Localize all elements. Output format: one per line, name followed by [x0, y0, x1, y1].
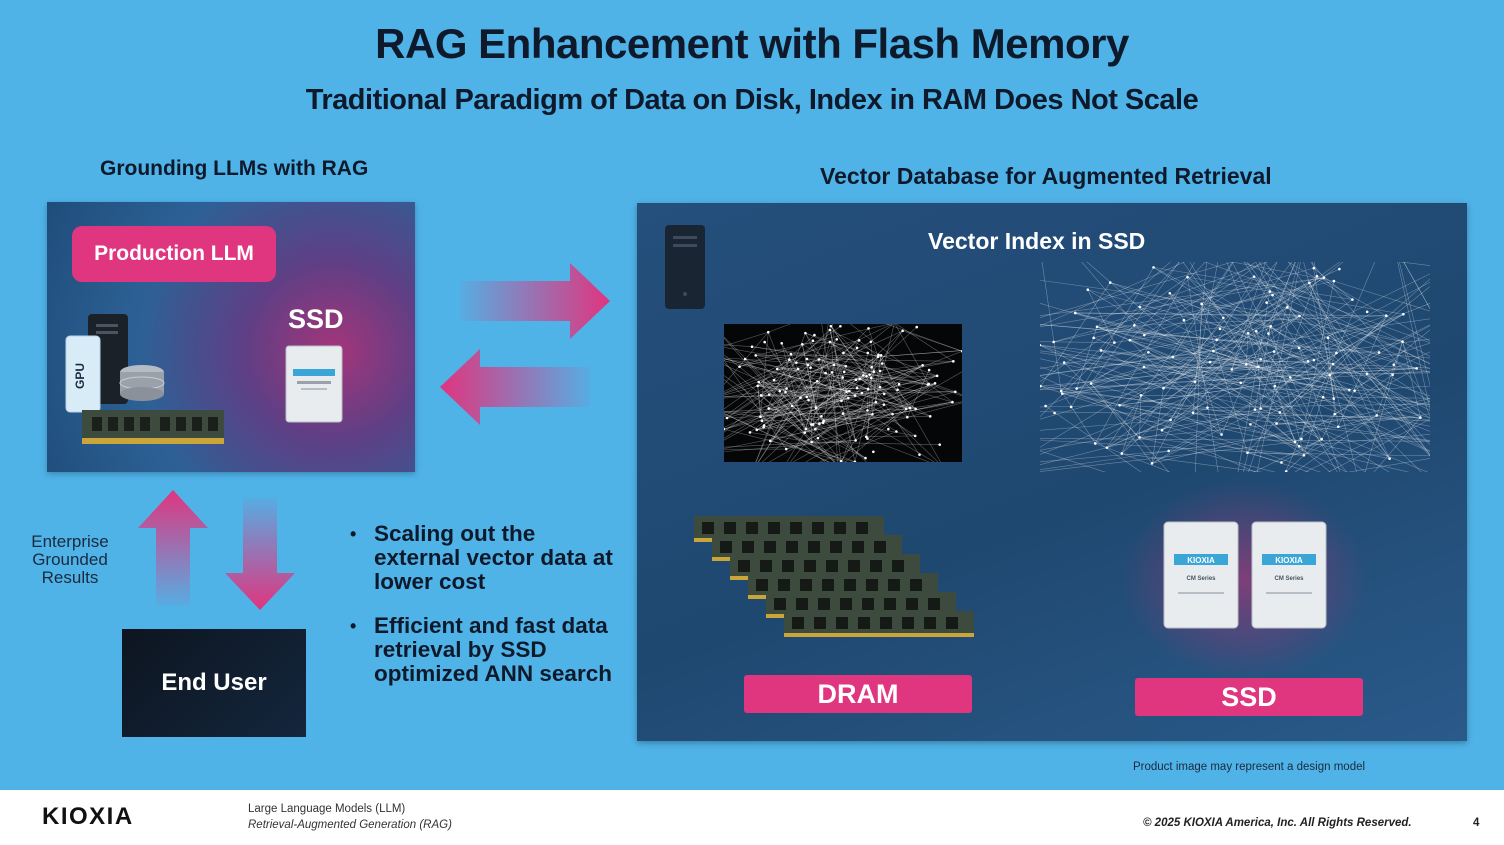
database-icon — [119, 365, 165, 401]
product-image-note: Product image may represent a design mod… — [1133, 761, 1366, 773]
left-section-heading: Grounding LLMs with RAG — [100, 157, 369, 180]
ssd-tag: SSD — [1135, 678, 1363, 716]
query-down-arrow-icon — [225, 498, 295, 610]
dram-tag: DRAM — [744, 675, 972, 713]
bullet-item: Scaling out the external vector data at … — [350, 522, 620, 594]
ssd-vector-graph — [1040, 262, 1430, 472]
arrow-to-llm-icon — [440, 349, 590, 425]
footnote-llm: Large Language Models (LLM) — [248, 803, 406, 815]
kioxia-logo: KIOXIA — [42, 803, 134, 830]
bullet-item: Efficient and fast data retrieval by SSD… — [350, 614, 620, 686]
panel-ssd-label: SSD — [288, 304, 344, 334]
vector-index-label: Vector Index in SSD — [928, 228, 1145, 255]
gpu-label: GPU — [73, 363, 87, 389]
page-number: 4 — [1473, 817, 1480, 829]
ram-module-icon — [82, 410, 224, 444]
ssd-series-text: CM Series — [1274, 576, 1304, 582]
production-llm-badge: Production LLM — [72, 226, 276, 282]
slide-title: RAG Enhancement with Flash Memory — [375, 20, 1129, 67]
exchange-arrows — [440, 263, 610, 425]
right-section-heading: Vector Database for Augmented Retrieval — [820, 163, 1272, 189]
server-icon — [665, 225, 705, 309]
results-up-arrow-icon — [138, 490, 208, 606]
arrow-to-database-icon — [460, 263, 610, 339]
ssd-brand-text: KIOXIA — [1275, 556, 1303, 565]
ssd-glow — [1120, 480, 1370, 680]
user-flow-arrows — [138, 490, 295, 610]
enterprise-results-label: Enterprise Grounded Results — [31, 532, 109, 587]
dram-modules-illustration — [694, 516, 974, 637]
slide-subtitle: Traditional Paradigm of Data on Disk, In… — [305, 84, 1199, 116]
ssd-drive-icon: KIOXIA CM Series — [1163, 521, 1239, 629]
vector-index-text: Vector Index in SSD — [928, 228, 1146, 254]
dram-vector-graph — [724, 324, 962, 462]
copyright-notice: © 2025 KIOXIA America, Inc. All Rights R… — [1143, 817, 1412, 829]
ssd-brand-text: KIOXIA — [1187, 556, 1215, 565]
benefit-bullets: Scaling out the external vector data at … — [350, 522, 620, 706]
end-user-box: End User — [122, 629, 306, 737]
ssd-series-text: CM Series — [1186, 576, 1216, 582]
ssd-drive-icon: KIOXIA CM Series — [1251, 521, 1327, 629]
server-hardware-illustration: GPU — [65, 314, 224, 444]
gpu-card-icon: GPU — [65, 335, 101, 413]
ssd-drives-illustration: KIOXIA CM Series KIOXIA CM Series — [1163, 521, 1327, 629]
footnote-rag: Retrieval-Augmented Generation (RAG) — [248, 819, 452, 831]
ssd-drive-icon — [285, 345, 343, 423]
